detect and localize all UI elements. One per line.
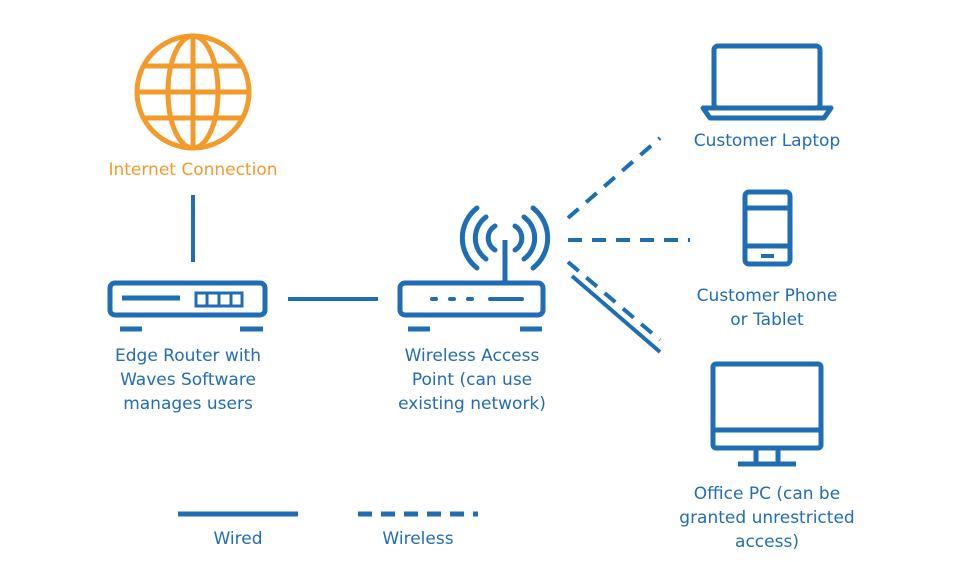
pc-label-line-3: access) [735, 532, 799, 552]
internet-label-text: Internet Connection [108, 160, 278, 180]
phone-label: Customer Phone or Tablet [657, 284, 877, 332]
pc-label-line-2: granted unrestricted [679, 508, 855, 528]
access-point-label-line-1: Wireless Access [404, 346, 540, 366]
access-point-label: Wireless Access Point (can use existing … [372, 344, 572, 416]
laptop-label: Customer Laptop [657, 129, 877, 153]
access-point-label-line-3: existing network) [398, 394, 546, 414]
wireless-link-pc-second [570, 274, 662, 354]
phone-label-line-1: Customer Phone [696, 286, 838, 306]
access-point-label-line-2: Point (can use [411, 370, 533, 390]
wireless-link-laptop [566, 136, 662, 220]
internet-label: Internet Connection [93, 158, 293, 182]
wireless-access-point-icon [397, 205, 551, 332]
router-icon [107, 280, 268, 332]
router-label: Edge Router with Waves Software manages … [88, 344, 288, 416]
laptop-label-text: Customer Laptop [693, 131, 841, 151]
pc-label-line-1: Office PC (can be [693, 484, 841, 504]
legend-wireless-label: Wireless [358, 527, 478, 551]
globe-icon [134, 33, 252, 151]
laptop-icon [700, 43, 834, 121]
legend-wired-text: Wired [213, 529, 263, 549]
phone-icon [742, 189, 793, 267]
router-label-line-2: Waves Software [120, 370, 256, 390]
router-label-line-3: manages users [123, 394, 253, 414]
legend-wired-label: Wired [178, 527, 298, 551]
router-label-line-1: Edge Router with [115, 346, 261, 366]
legend-wireless-text: Wireless [382, 529, 454, 549]
pc-label: Office PC (can be granted unrestricted a… [657, 482, 877, 554]
wireless-link-pc [566, 260, 662, 342]
desktop-monitor-icon [710, 361, 824, 467]
phone-label-line-2: or Tablet [730, 310, 804, 330]
